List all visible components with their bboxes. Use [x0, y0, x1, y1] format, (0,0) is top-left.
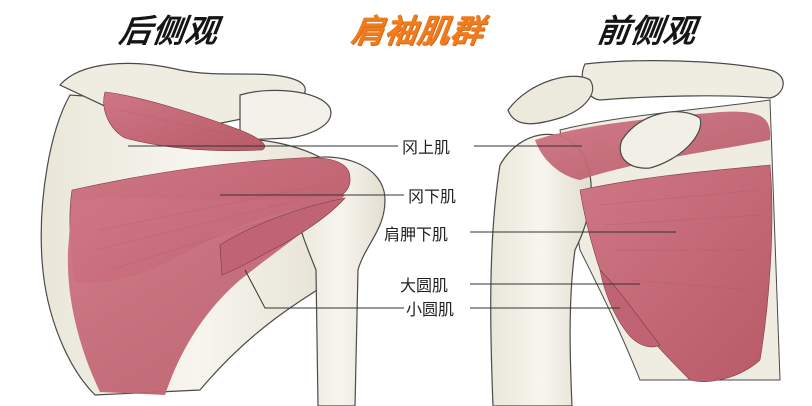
posterior-view — [40, 62, 386, 406]
label-teres-major: 大圆肌 — [400, 276, 449, 295]
anterior-view — [490, 60, 784, 406]
label-infraspinatus: 冈下肌 — [408, 187, 457, 206]
label-teres-minor: 小圆肌 — [406, 300, 455, 319]
leader-lines — [128, 145, 676, 309]
label-subscapularis: 肩胛下肌 — [384, 225, 449, 244]
label-supraspinatus: 冈上肌 — [402, 138, 451, 157]
